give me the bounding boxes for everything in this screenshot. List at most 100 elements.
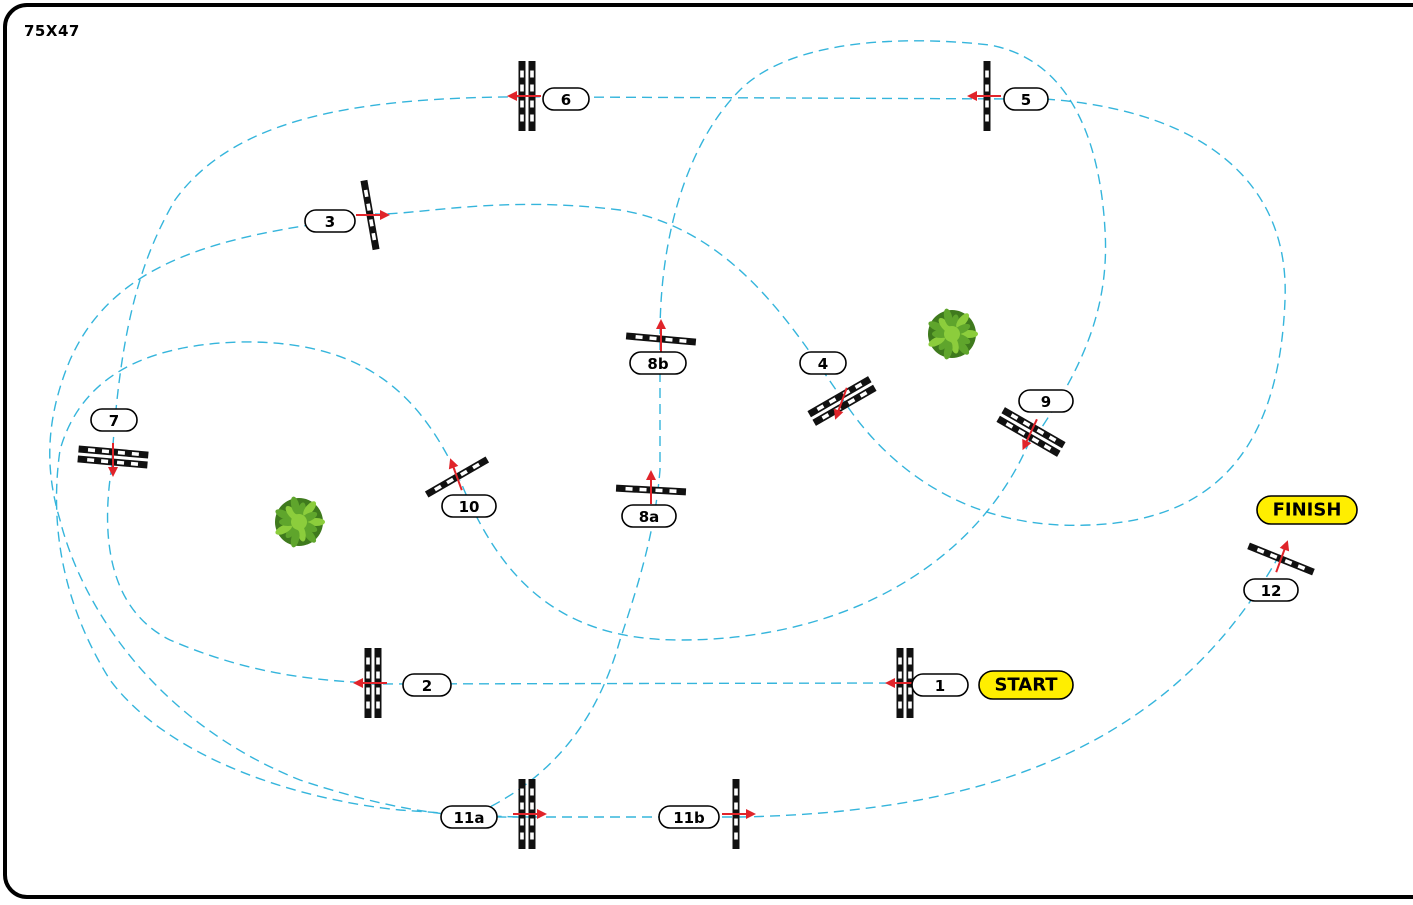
- pole-stripe: [1022, 420, 1031, 427]
- pole-stripe: [985, 70, 989, 78]
- pole-stripe: [908, 701, 912, 709]
- finish-tag-pill: [1256, 495, 1358, 525]
- obstacle-number: 12: [1261, 582, 1282, 600]
- pole-stripe: [530, 818, 534, 826]
- obstacle-11a: 11a: [440, 779, 547, 849]
- pole-stripe: [376, 671, 380, 679]
- pole-stripe: [446, 477, 455, 485]
- pole-stripe: [520, 788, 524, 796]
- obstacle-3-label: 3: [304, 209, 356, 233]
- pole-stripe: [520, 100, 524, 108]
- pole-stripe: [625, 486, 633, 491]
- pole-stripe: [366, 657, 370, 665]
- pole-stripe: [854, 382, 863, 389]
- direction-arrow-icon: [1275, 540, 1290, 573]
- pole-stripe: [376, 657, 380, 665]
- route-path-8: [461, 40, 1107, 821]
- pole-stripe: [366, 687, 370, 695]
- pole-stripe: [520, 114, 524, 122]
- obstacle-1-label: 1: [911, 673, 969, 697]
- obstacle-9-label: 9: [1018, 389, 1074, 413]
- pole-stripe: [520, 70, 524, 78]
- pole-stripe: [366, 671, 370, 679]
- route-path-3-to-7: [49, 221, 531, 818]
- label-pill: [911, 673, 969, 697]
- obstacle-7: 7: [77, 408, 149, 477]
- label-pill: [621, 504, 677, 528]
- pole-stripe: [734, 832, 738, 840]
- pole-stripe: [1017, 429, 1026, 436]
- pole-stripe: [376, 687, 380, 695]
- obstacle-10: 10: [424, 456, 497, 518]
- obstacle-number: 8a: [639, 508, 660, 526]
- pole-stripe: [898, 701, 902, 709]
- pole-stripe: [1005, 422, 1014, 429]
- pole-stripe: [734, 818, 738, 826]
- pole-stripe: [101, 449, 110, 454]
- pole-stripe: [434, 484, 442, 492]
- obstacle-8a-label: 8a: [621, 504, 677, 528]
- pole-stripe: [734, 788, 738, 796]
- pole-stripe: [363, 189, 369, 198]
- pole-stripe: [366, 701, 370, 709]
- bush-icon: [275, 496, 325, 548]
- obstacle-6: 6: [507, 61, 590, 131]
- pole-stripe: [376, 701, 380, 709]
- route-path-10-loop: [55, 341, 531, 818]
- label-pill: [629, 351, 687, 375]
- pole-stripe: [131, 451, 139, 457]
- pole-stripe: [1256, 547, 1265, 554]
- pole-stripe: [1010, 413, 1019, 420]
- obstacle-4: 4: [799, 351, 877, 426]
- label-pill: [1243, 578, 1299, 602]
- pole-stripe: [366, 203, 371, 211]
- pole-stripe: [530, 100, 534, 108]
- pole-stripe: [985, 100, 989, 108]
- arena-border: [3, 3, 1413, 899]
- label-pill: [799, 351, 847, 375]
- label-pill: [90, 408, 138, 432]
- pole-stripe: [1269, 553, 1278, 559]
- pole-stripe: [898, 687, 902, 695]
- direction-arrow-icon: [646, 470, 656, 504]
- pole-stripe: [87, 457, 95, 463]
- bush-icon: [928, 308, 978, 360]
- start-tag-pill: [978, 670, 1074, 700]
- obstacle-number: 5: [1021, 91, 1031, 109]
- obstacle-4-poles: [807, 376, 877, 426]
- route-path-outer-loop: [374, 98, 1286, 527]
- pole-stripe: [898, 657, 902, 665]
- obstacle-11b-label: 11b: [658, 805, 720, 829]
- pole-stripe: [87, 448, 96, 453]
- pole-stripe: [520, 818, 524, 826]
- pole-stripe: [649, 336, 657, 341]
- arena-dimensions: 75X47: [24, 22, 80, 40]
- label-pill: [402, 673, 452, 697]
- pole-stripe: [679, 338, 687, 344]
- direction-arrow-icon: [513, 809, 547, 819]
- direction-arrow-icon: [356, 210, 390, 220]
- pole-stripe: [669, 489, 677, 494]
- pole-stripe: [828, 397, 837, 404]
- pole-stripe: [371, 232, 377, 241]
- pole-stripe: [1031, 437, 1040, 444]
- pole-stripe: [530, 788, 534, 796]
- direction-arrow-icon: [448, 458, 463, 491]
- label-pill: [304, 209, 356, 233]
- pole-stripe: [908, 657, 912, 665]
- pole-stripe: [530, 84, 534, 92]
- pole-stripe: [816, 404, 825, 411]
- pole-stripe: [985, 114, 989, 122]
- pole-stripe: [1284, 559, 1293, 565]
- obstacle-2: 2: [353, 648, 452, 718]
- obstacle-5: 5: [967, 61, 1049, 131]
- obstacle-10-label: 10: [441, 494, 497, 518]
- pole-stripe: [520, 802, 524, 810]
- label-pill: [658, 805, 720, 829]
- pole-stripe: [530, 832, 534, 840]
- obstacle-9: 9: [996, 389, 1074, 457]
- obstacle-number: 4: [818, 355, 828, 373]
- pole-stripe: [520, 832, 524, 840]
